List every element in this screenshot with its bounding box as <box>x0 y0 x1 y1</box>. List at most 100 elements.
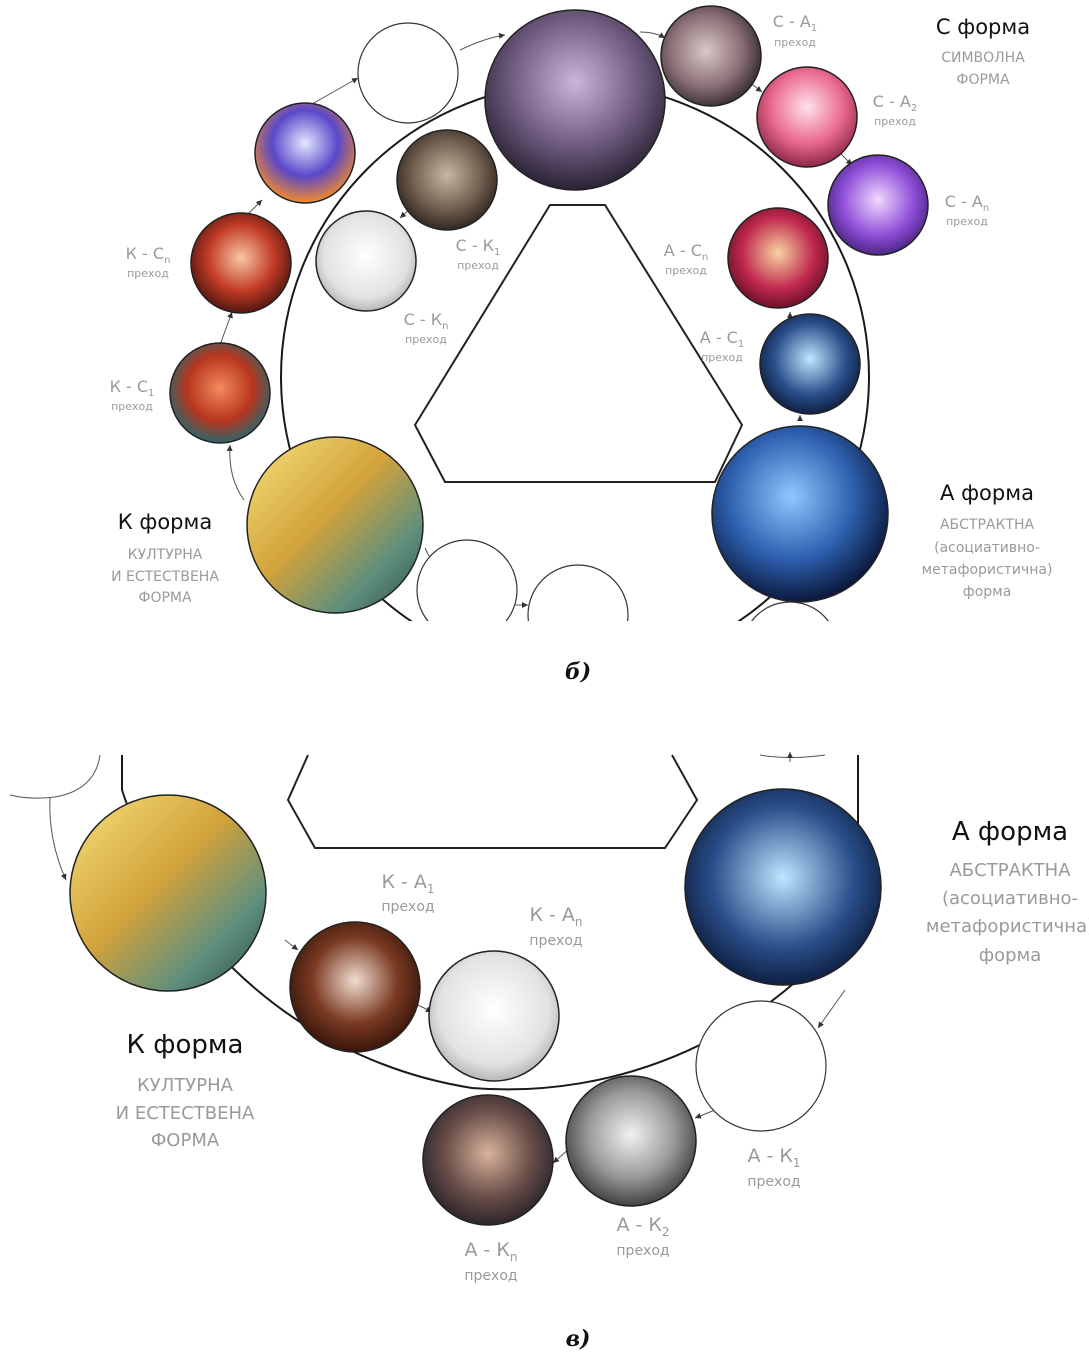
svg-text:А - К2: А - К2 <box>616 1214 669 1239</box>
k-form-subtitle-1: КУЛТУРНА <box>137 1075 234 1096</box>
svg-text:преход: преход <box>381 899 434 915</box>
svg-text:С - А1: С - А1 <box>773 12 817 34</box>
a-form-subtitle-4: форма <box>963 584 1012 600</box>
svg-text:преход: преход <box>701 351 743 364</box>
empty-transition-circle <box>357 22 459 124</box>
connector <box>817 989 846 1029</box>
panel-b <box>169 5 929 699</box>
a-form-image <box>711 425 889 603</box>
svg-text:преход: преход <box>665 264 707 277</box>
connector <box>49 796 67 881</box>
svg-text:К - С1: К - С1 <box>110 377 155 399</box>
svg-text:преход: преход <box>774 36 816 49</box>
transition-label-a-k1: А - К1 преход <box>747 1145 800 1190</box>
panel-v <box>9 752 882 1226</box>
k-form-subtitle-3: ФОРМА <box>151 1130 220 1151</box>
svg-text:преход: преход <box>946 215 988 228</box>
transition-image-a-k2 <box>565 1075 697 1207</box>
transition-image-a-kn <box>422 1094 554 1226</box>
svg-text:А - Сn: А - Сn <box>664 241 708 263</box>
connector <box>459 32 506 51</box>
svg-text:преход: преход <box>874 115 916 128</box>
transition-image-c-kn <box>315 210 417 312</box>
panel-v-central-shape <box>286 754 699 849</box>
a-form-title: А форма <box>940 481 1034 505</box>
transition-image-k-cn <box>190 212 292 314</box>
transition-image-c-k1 <box>396 129 498 231</box>
svg-text:преход: преход <box>457 259 499 272</box>
transition-label-c-k1: С - К1 преход <box>456 236 501 272</box>
transition-label-c-a2: С - А2 преход <box>873 92 917 128</box>
connector <box>219 311 233 346</box>
empty-transition-circle <box>695 1000 827 1132</box>
transition-image-k-an <box>428 950 560 1082</box>
svg-text:С - Кn: С - Кn <box>404 310 449 332</box>
transition-image-c-a1 <box>660 5 762 107</box>
a-form-subtitle-3: метафористична) <box>926 916 1089 937</box>
transition-label-a-c1: А - С1 преход <box>700 328 744 364</box>
k-form-subtitle-3: ФОРМА <box>138 590 192 606</box>
panel-b-central-triangle <box>413 204 744 483</box>
k-form-image <box>69 794 267 992</box>
a-form-subtitle-3: метафористична) <box>922 562 1053 578</box>
k-form-subtitle-2: И ЕСТЕСТВЕНА <box>111 569 219 585</box>
svg-text:К - Сn: К - Сn <box>126 244 171 266</box>
transition-label-a-kn: А - Кn преход <box>464 1239 517 1284</box>
k-form-subtitle-2: И ЕСТЕСТВЕНА <box>116 1103 255 1124</box>
connector <box>639 31 666 39</box>
c-form-subtitle-1: СИМВОЛНА <box>941 50 1025 66</box>
c-form-subtitle-2: ФОРМА <box>956 72 1010 88</box>
transition-label-k-a1: К - А1 преход <box>381 871 434 915</box>
k-form-image <box>246 436 424 614</box>
transition-image-c-an <box>827 154 929 256</box>
connector <box>226 444 245 501</box>
a-form-subtitle-2: (асоциативно- <box>934 540 1040 556</box>
c-form-title: С форма <box>936 15 1030 39</box>
transition-label-c-an: С - Аn преход <box>945 192 989 228</box>
svg-text:преход: преход <box>464 1268 517 1284</box>
transition-image-k-c2 <box>254 102 356 204</box>
svg-text:С - Аn: С - Аn <box>945 192 989 214</box>
panel-b-caption: б) <box>565 659 591 685</box>
a-form-subtitle-1: АБСТРАКТНА <box>940 517 1035 533</box>
transition-label-a-k2: А - К2 преход <box>616 1214 669 1259</box>
svg-text:преход: преход <box>616 1243 669 1259</box>
a-form-image <box>684 788 882 986</box>
transition-image-k-a1 <box>289 921 421 1053</box>
svg-text:преход: преход <box>747 1174 800 1190</box>
connector <box>9 754 101 799</box>
svg-text:преход: преход <box>529 933 582 949</box>
connector <box>694 1109 716 1119</box>
k-form-title: К форма <box>118 510 212 534</box>
transition-label-k-cn: К - Сn преход <box>126 244 171 280</box>
transition-image-a-c1 <box>759 313 861 415</box>
panel-v-caption: в) <box>566 1326 591 1352</box>
a-form-subtitle-4: форма <box>979 945 1041 966</box>
svg-text:К - Аn: К - Аn <box>529 904 582 929</box>
transition-image-a-cn <box>727 207 829 309</box>
svg-text:преход: преход <box>127 267 169 280</box>
k-form-subtitle-1: КУЛТУРНА <box>128 547 203 563</box>
a-form-title: А форма <box>952 817 1068 847</box>
transition-image-k-c1 <box>169 342 271 444</box>
c-form-image <box>484 9 666 191</box>
svg-text:С - А2: С - А2 <box>873 92 917 114</box>
svg-text:А - К1: А - К1 <box>747 1145 800 1170</box>
transition-label-c-kn: С - Кn преход <box>404 310 449 346</box>
transition-label-k-c1: К - С1 преход <box>110 377 155 413</box>
connector <box>284 939 299 951</box>
svg-text:преход: преход <box>111 400 153 413</box>
transition-label-a-cn: А - Сn преход <box>664 241 708 277</box>
panel-b-clip-band <box>0 621 1089 751</box>
svg-text:К - А1: К - А1 <box>381 871 434 896</box>
transition-image-c-a2 <box>756 66 858 168</box>
transition-label-k-an: К - Аn преход <box>529 904 582 949</box>
connector <box>304 77 359 109</box>
k-form-title: К форма <box>127 1030 244 1060</box>
svg-text:А - С1: А - С1 <box>700 328 744 350</box>
a-form-subtitle-2: (асоциативно- <box>942 888 1078 909</box>
transition-label-c-a1: С - А1 преход <box>773 12 817 49</box>
connector <box>759 754 826 758</box>
svg-text:преход: преход <box>405 333 447 346</box>
